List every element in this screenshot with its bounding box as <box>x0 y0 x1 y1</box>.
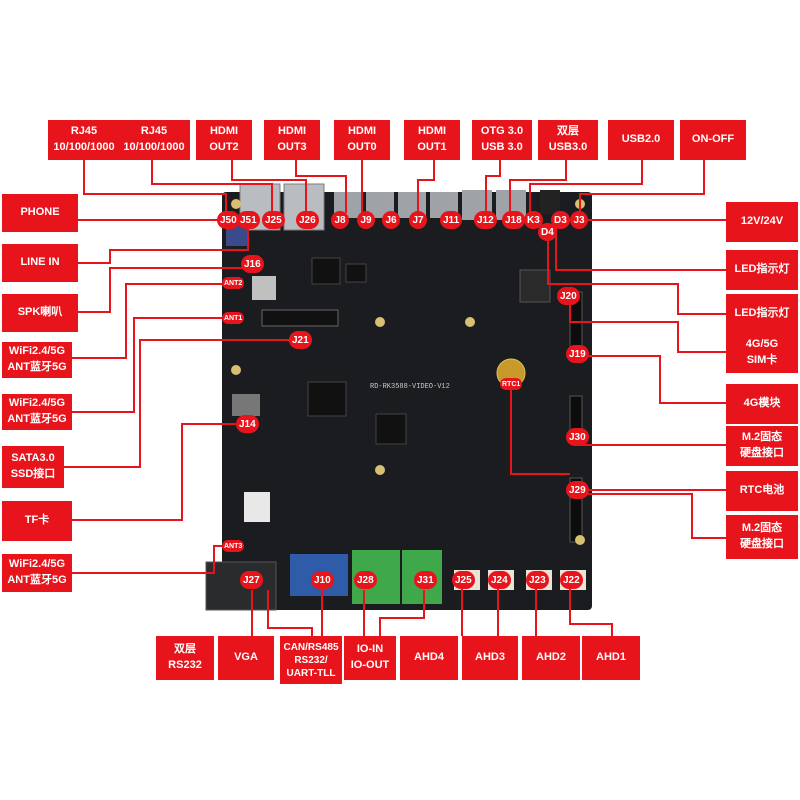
marker-j7: J7 <box>409 211 427 229</box>
marker-j8: J8 <box>331 211 349 229</box>
marker-k3: K3 <box>524 211 543 229</box>
module <box>244 492 270 522</box>
marker-j50: J50 <box>217 211 240 229</box>
pcb-board <box>222 192 592 610</box>
marker-ant2: ANT2 <box>222 277 245 289</box>
marker-j11: J11 <box>440 211 463 229</box>
label-led-2: LED指示灯 <box>726 294 798 334</box>
label-on-off: ON-OFF <box>680 120 746 160</box>
label-line-in: LINE IN <box>2 244 78 282</box>
leader-lines <box>64 160 726 636</box>
marker-j28: J28 <box>354 571 377 589</box>
mount-hole <box>231 365 241 375</box>
marker-j19: J19 <box>566 345 589 363</box>
label-ahd1: AHD1 <box>582 636 640 680</box>
marker-j20: J20 <box>557 287 580 305</box>
label-ahd3: AHD3 <box>462 636 518 680</box>
label-vga: VGA <box>218 636 274 680</box>
label-m2-2: M.2固态硬盘接口 <box>726 515 798 559</box>
power-jack <box>540 190 560 214</box>
chip <box>345 263 367 283</box>
label-ahd4: AHD4 <box>400 636 458 680</box>
marker-j30: J30 <box>566 428 589 446</box>
marker-d4: D4 <box>538 223 557 241</box>
marker-ant3: ANT3 <box>222 540 245 552</box>
chip <box>311 257 341 285</box>
label-phone: PHONE <box>2 194 78 232</box>
mount-hole <box>575 535 585 545</box>
marker-j23: J23 <box>526 571 549 589</box>
sata-connector <box>261 309 339 327</box>
marker-j51: J51 <box>237 211 260 229</box>
label-usb2: USB2.0 <box>608 120 674 160</box>
label-spk: SPK喇叭 <box>2 294 78 332</box>
marker-j26: J26 <box>296 211 319 229</box>
label-ahd2: AHD2 <box>522 636 580 680</box>
label-led-1: LED指示灯 <box>726 250 798 290</box>
marker-j31: J31 <box>414 571 437 589</box>
label-m2-1: M.2固态硬盘接口 <box>726 426 798 466</box>
marker-j22: J22 <box>560 571 583 589</box>
marker-j12: J12 <box>474 211 497 229</box>
label-power: 12V/24V <box>726 202 798 242</box>
marker-j9: J9 <box>357 211 375 229</box>
label-rtc: RTC电池 <box>726 471 798 511</box>
label-tf: TF卡 <box>2 501 72 541</box>
marker-j21: J21 <box>289 331 312 349</box>
db9-rs232 <box>205 561 277 611</box>
sim-slot <box>519 269 551 303</box>
label-4g: 4G模块 <box>726 384 798 424</box>
mount-hole <box>375 317 385 327</box>
marker-j14: J14 <box>236 415 259 433</box>
marker-j27: J27 <box>240 571 263 589</box>
chip <box>307 381 347 417</box>
marker-j29: J29 <box>566 481 589 499</box>
mount-hole <box>231 199 241 209</box>
mount-hole <box>375 465 385 475</box>
marker-j25-ahd: J25 <box>452 571 475 589</box>
marker-j24: J24 <box>488 571 511 589</box>
marker-j16: J16 <box>241 255 264 273</box>
marker-j18: J18 <box>502 211 525 229</box>
marker-ant1: ANT1 <box>222 312 245 324</box>
board-silkscreen: RD-RK3588-VIDEO-V12 <box>370 383 450 391</box>
marker-d3: D3 <box>551 211 570 229</box>
marker-j10: J10 <box>311 571 334 589</box>
marker-j25: J25 <box>262 211 285 229</box>
tf-slot <box>232 394 260 416</box>
marker-j6: J6 <box>382 211 400 229</box>
marker-rtc1: RTC1 <box>500 378 523 390</box>
wifi-module <box>252 276 276 300</box>
mount-hole <box>465 317 475 327</box>
chip <box>375 413 407 445</box>
marker-j3: J3 <box>570 211 588 229</box>
